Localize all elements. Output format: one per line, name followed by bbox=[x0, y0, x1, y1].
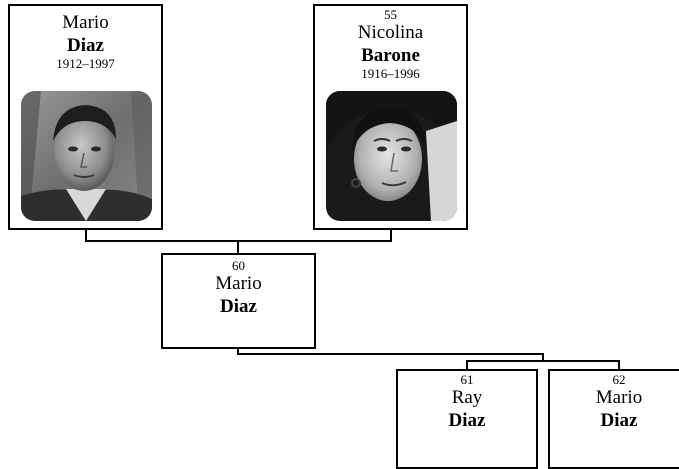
connector-line bbox=[618, 360, 620, 370]
life-years: 1912–1997 bbox=[56, 56, 115, 71]
first-name: Mario bbox=[62, 12, 109, 33]
portrait-photo bbox=[326, 91, 457, 221]
connector-line bbox=[466, 360, 468, 370]
first-name: Nicolina bbox=[357, 22, 424, 43]
connector-line bbox=[237, 353, 544, 355]
connector-line bbox=[542, 353, 544, 362]
connector-line bbox=[237, 347, 239, 355]
connector-line bbox=[466, 360, 620, 362]
person-number: 62 bbox=[612, 372, 626, 387]
first-name: Ray bbox=[451, 387, 483, 408]
connector-line bbox=[390, 229, 392, 242]
person-number: 55 bbox=[384, 7, 397, 22]
last-name: Diaz bbox=[220, 296, 257, 317]
last-name: Barone bbox=[361, 45, 420, 66]
last-name: Diaz bbox=[448, 410, 486, 431]
person-number: 60 bbox=[232, 258, 245, 273]
first-name: Mario bbox=[215, 273, 262, 294]
connector-line bbox=[85, 229, 87, 242]
person-number: 61 bbox=[460, 372, 474, 387]
portrait-photo bbox=[21, 91, 152, 221]
person-card-ray-diaz[interactable]: 61 Ray Diaz bbox=[396, 369, 538, 469]
last-name: Diaz bbox=[67, 35, 104, 56]
first-name: Mario bbox=[595, 387, 643, 408]
person-card-mario-diaz-62[interactable]: 62 Mario Diaz bbox=[548, 369, 679, 469]
person-card-mario-diaz-60[interactable]: 60 Mario Diaz bbox=[161, 253, 316, 349]
life-years: 1916–1996 bbox=[361, 66, 420, 81]
connector-line bbox=[237, 240, 239, 254]
person-card-mario-diaz-sr[interactable]: Mario Diaz 1912–1997 bbox=[8, 4, 163, 230]
last-name: Diaz bbox=[600, 410, 638, 431]
person-card-nicolina-barone[interactable]: 55 Nicolina Barone 1916–1996 bbox=[313, 4, 468, 230]
